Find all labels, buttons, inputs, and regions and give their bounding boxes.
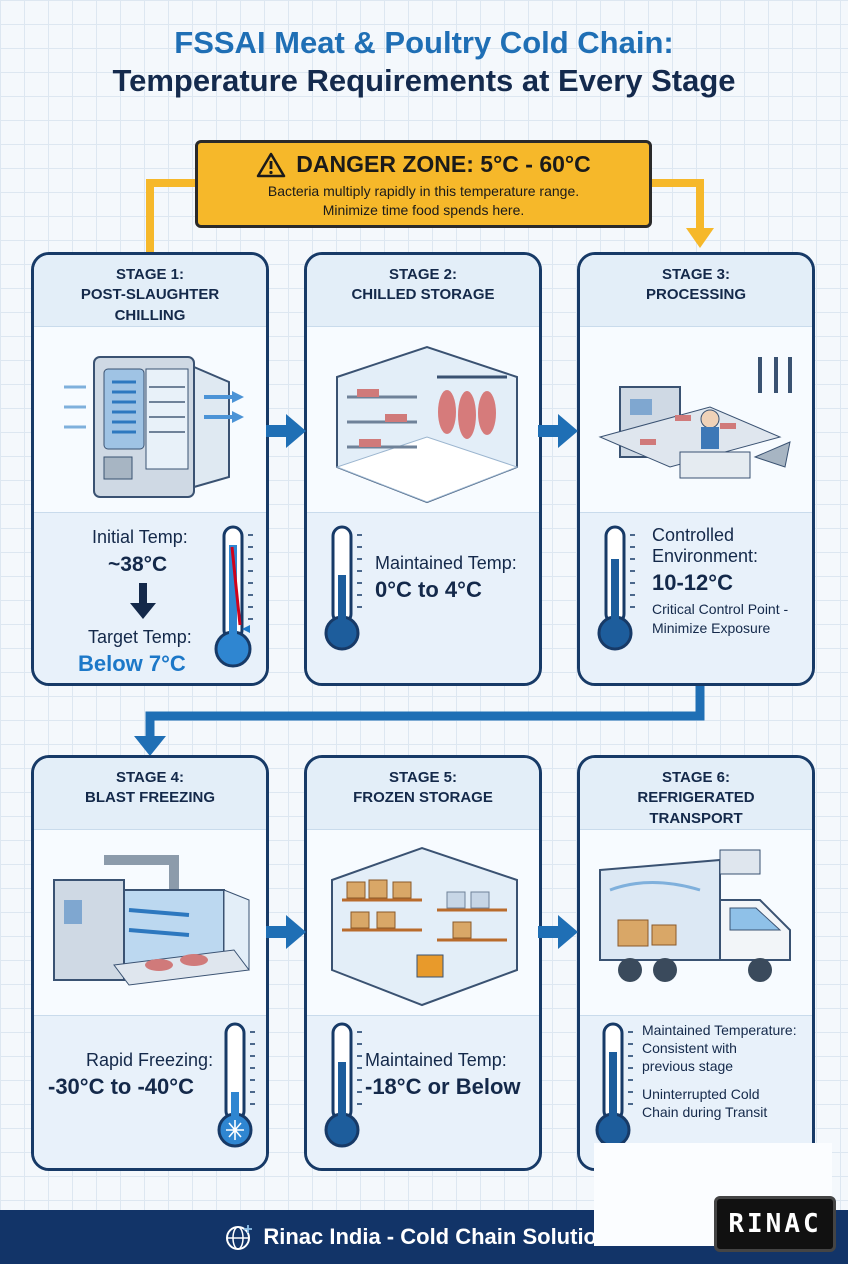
stage-2-number: STAGE 2:	[388, 266, 458, 283]
stage-2-card: STAGE 2: CHILLED STORAGE Maintained Temp…	[304, 252, 542, 686]
thermometer-icon	[217, 1022, 255, 1148]
stage-3-temp-value: 10-12°C	[652, 570, 733, 595]
right-arrow-icon	[266, 915, 306, 949]
thermometer-icon	[324, 525, 362, 651]
stage-6-title-line-1: REFRIGERATED	[637, 789, 755, 807]
flow-connectors	[134, 179, 714, 756]
danger-zone-banner: DANGER ZONE: 5°C - 60°C Bacteria multipl…	[195, 140, 652, 228]
refrigerated-truck-illustration	[599, 849, 791, 982]
stage-3-label-line-1: Controlled	[652, 525, 735, 545]
stage-5-title: FROZEN STORAGE	[353, 789, 493, 807]
stage-3-number: STAGE 3:	[661, 266, 731, 283]
stage-5-temp-label: Maintained Temp:	[365, 1050, 507, 1070]
stage-1-card: STAGE 1: POST-SLAUGHTER CHILLING Initial…	[31, 252, 269, 686]
stage-6-title-line-2: TRANSPORT	[649, 809, 743, 827]
danger-zone-line-1: Bacteria multiply rapidly in this temper…	[267, 183, 580, 199]
stage-3-note-line-2: Minimize Exposure	[652, 620, 771, 636]
stage-3-note-line-1: Critical Control Point -	[652, 601, 789, 617]
stage-1-target-value: Below 7°C	[78, 651, 186, 676]
processing-line-illustration	[598, 357, 792, 479]
stage-4-temp-label: Rapid Freezing:	[86, 1050, 214, 1070]
title-line-2: Temperature Requirements at Every Stage	[112, 62, 736, 98]
right-arrow-icon	[538, 915, 578, 949]
stage-4-card: STAGE 4: BLAST FREEZING Rapid Freezing: …	[31, 755, 269, 1171]
stage-6-note-line-2: Chain during Transit	[642, 1104, 768, 1120]
stage-2-title: CHILLED STORAGE	[351, 286, 495, 304]
stage-4-temp-value: -30°C to -40°C	[48, 1074, 194, 1099]
stage-1-initial-value: ~38°C	[108, 553, 168, 576]
page-title: FSSAI Meat & Poultry Cold Chain: Tempera…	[0, 24, 848, 100]
stage-6-note-line-1: Uninterrupted Cold	[642, 1086, 760, 1102]
thermometer-icon	[595, 1022, 633, 1148]
stage-5-number: STAGE 5:	[388, 769, 458, 786]
chiller-cabinet-illustration	[64, 356, 244, 498]
stage-1-title-line-1: POST-SLAUGHTER	[80, 286, 220, 304]
down-arrow-icon	[130, 583, 156, 619]
danger-zone-line-2: Minimize time food spends here.	[322, 201, 525, 218]
stage-5-card: STAGE 5: FROZEN STORAGE Maintained Temp:…	[304, 755, 542, 1171]
title-line-1: FSSAI Meat & Poultry Cold Chain:	[174, 25, 674, 60]
stage-1-target-label: Target Temp:	[88, 627, 192, 647]
stage-2-temp-label: Maintained Temp:	[375, 553, 517, 573]
stage-6-card: STAGE 6: REFRIGERATED TRANSPORT Maintain…	[577, 755, 815, 1171]
stage-6-line-3: previous stage	[642, 1058, 734, 1074]
blast-freezer-illustration	[53, 855, 250, 986]
thermometer-icon	[214, 525, 253, 668]
stage-4-number: STAGE 4:	[115, 769, 185, 786]
rinac-logo: RINAC	[714, 1196, 836, 1252]
stage-2-temp-value: 0°C to 4°C	[375, 577, 482, 602]
danger-zone-title: DANGER ZONE: 5°C - 60°C	[296, 151, 591, 177]
right-arrow-icon	[538, 414, 578, 448]
stage-6-label: Maintained Temperature:	[642, 1022, 797, 1038]
thermometer-icon	[597, 525, 635, 651]
footer-text: Rinac India - Cold Chain Solutions	[263, 1224, 623, 1249]
stage-1-initial-label: Initial Temp:	[92, 527, 188, 547]
thermometer-icon	[324, 1022, 362, 1148]
stage-6-number: STAGE 6:	[661, 769, 731, 786]
cold-room-illustration	[335, 345, 519, 504]
stage-5-temp-value: -18°C or Below	[365, 1074, 521, 1099]
frozen-warehouse-illustration	[331, 846, 518, 1007]
stage-4-title: BLAST FREEZING	[85, 789, 215, 807]
warning-icon	[257, 152, 286, 177]
stage-3-card: STAGE 3: PROCESSING Controlled Environme…	[577, 252, 815, 686]
stage-3-label-line-2: Environment:	[652, 546, 759, 566]
stage-3-title: PROCESSING	[645, 286, 747, 304]
stage-6-line-2: Consistent with	[642, 1040, 737, 1056]
globe-snowflake-icon	[226, 1225, 253, 1250]
right-arrow-icon	[266, 414, 306, 448]
stage-1-title-line-2: CHILLING	[114, 306, 186, 324]
stage-1-number: STAGE 1:	[115, 266, 185, 283]
